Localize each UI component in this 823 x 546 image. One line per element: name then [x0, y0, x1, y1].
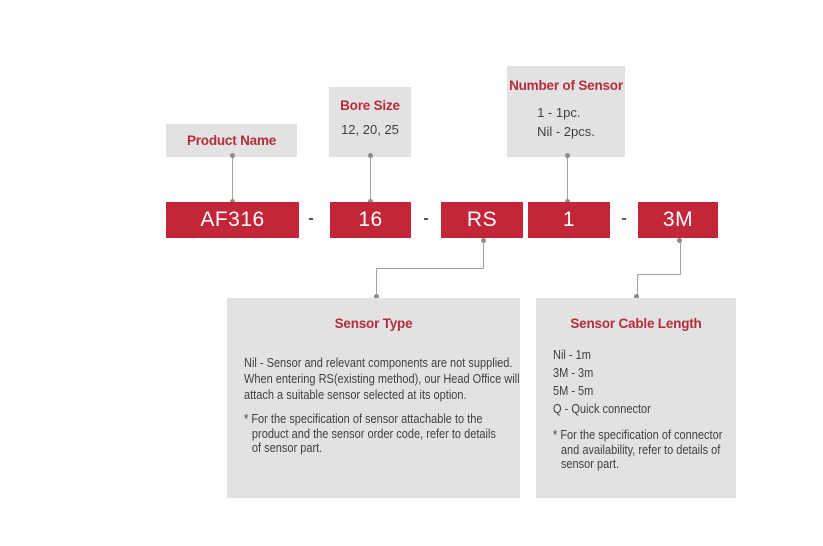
connector-dot — [634, 294, 639, 299]
code-separator: - — [621, 210, 627, 227]
connector-line-sensor-type — [376, 268, 484, 269]
connector-line-sensor-type — [376, 268, 377, 298]
code-box-cable-length: 3M — [638, 202, 718, 238]
sensor-type-note: * For the specification of sensor attach… — [244, 412, 496, 455]
connector-dot — [368, 199, 373, 204]
connector-dot — [565, 199, 570, 204]
product-name-label-box: Product Name — [166, 124, 297, 157]
product-name-title: Product Name — [186, 133, 277, 148]
code-separator: - — [308, 210, 314, 227]
code-box-sensor-quantity: 1 — [528, 202, 610, 238]
connector-dot — [368, 153, 373, 158]
connector-line-cable-length — [637, 274, 638, 298]
connector-line-cable-length — [637, 274, 681, 275]
connector-dot — [677, 238, 682, 243]
number-of-sensor-label-box: Number of Sensor 1 - 1pc.Nil - 2pcs. — [507, 66, 625, 157]
sensor-cable-length-detail-title: Sensor Cable Length — [570, 316, 702, 331]
number-of-sensor-options: 1 - 1pc.Nil - 2pcs. — [537, 105, 595, 139]
connector-line-cable-length — [680, 239, 681, 274]
bore-size-label-box: Bore Size 12, 20, 25 — [329, 87, 411, 157]
bore-size-title: Bore Size — [340, 98, 400, 113]
code-separator: - — [423, 210, 429, 227]
number-of-sensor-title: Number of Sensor — [509, 78, 623, 93]
sensor-type-description: Nil - Sensor and relevant components are… — [244, 356, 520, 402]
bore-size-values: 12, 20, 25 — [341, 122, 399, 137]
sensor-type-detail-box: Sensor Type Nil - Sensor and relevant co… — [227, 298, 520, 498]
connector-line-quantity — [567, 157, 568, 202]
connector-line-product — [232, 157, 233, 202]
connector-dot — [374, 294, 379, 299]
sensor-type-detail-title: Sensor Type — [334, 316, 413, 331]
connector-dot — [481, 238, 486, 243]
connector-dot — [230, 153, 235, 158]
connector-line-bore — [370, 157, 371, 202]
code-box-bore-size: 16 — [330, 202, 411, 238]
connector-line-sensor-type — [483, 239, 484, 268]
code-box-sensor-type: RS — [441, 202, 523, 238]
code-box-product: AF316 — [166, 202, 299, 238]
connector-dot — [565, 153, 570, 158]
connector-dot — [230, 199, 235, 204]
